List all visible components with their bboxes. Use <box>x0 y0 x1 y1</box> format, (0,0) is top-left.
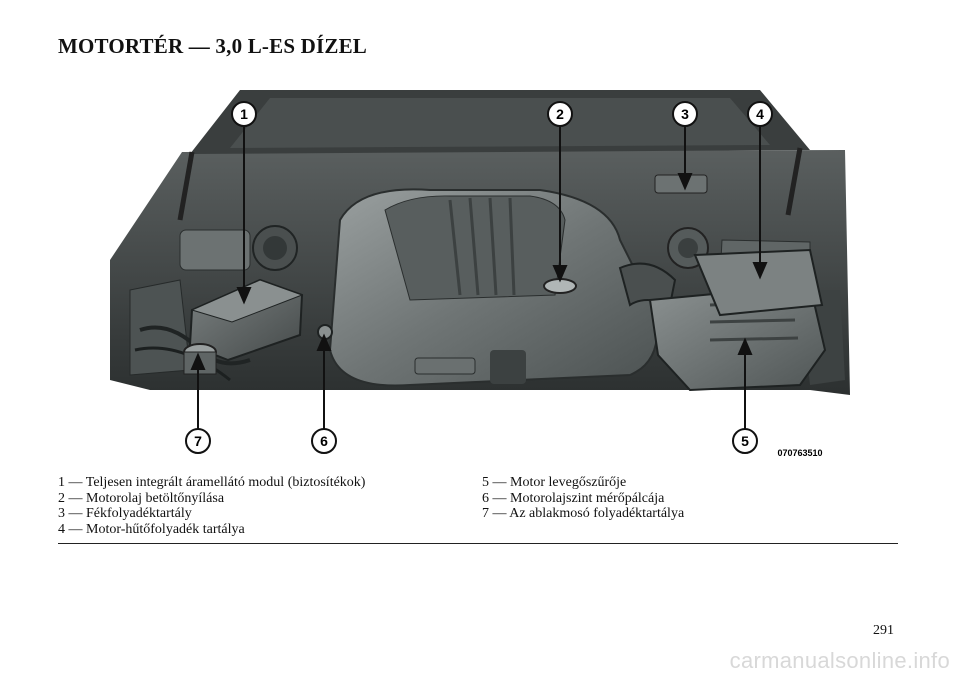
divider-rule <box>58 543 898 544</box>
legend-column-left: 1 — Teljesen integrált áramellátó modul … <box>58 475 365 537</box>
page-number: 291 <box>873 623 894 638</box>
watermark[interactable]: carmanualsonline.info <box>729 648 950 673</box>
legend-item-2: 2 — Motorolaj betöltőnyílása <box>58 490 225 506</box>
power-distribution-module <box>188 278 304 362</box>
callout-4: 4 <box>756 106 764 122</box>
legend-item-3: 3 — Fékfolyadéktartály <box>58 506 192 521</box>
callout-5: 5 <box>741 433 749 449</box>
callout-7-badge: 7 <box>185 428 211 454</box>
callout-3-badge: 3 <box>672 101 698 127</box>
callout-1: 1 <box>240 106 248 122</box>
callout-4-badge: 4 <box>747 101 773 127</box>
callout-1-badge: 1 <box>231 101 257 127</box>
legend-item-1: 1 — Teljesen integrált áramellátó modul … <box>58 475 366 490</box>
legend-item-5: 5 — Motor levegőszűrője <box>482 475 627 490</box>
image-code: 070763510 <box>777 448 822 458</box>
callout-2-badge: 2 <box>547 101 573 127</box>
air-filter-assembly <box>618 248 827 392</box>
engine-cover <box>317 188 659 387</box>
callout-3: 3 <box>681 106 689 122</box>
callout-6-badge: 6 <box>311 428 337 454</box>
callout-7: 7 <box>194 433 202 449</box>
callout-2: 2 <box>556 106 564 122</box>
callout-5-badge: 5 <box>732 428 758 454</box>
callout-leaders <box>190 126 768 430</box>
page-title: MOTORTÉR — 3,0 L-ES DÍZEL <box>58 34 368 58</box>
engine-compartment-illustration: 1 2 3 4 5 6 7 070763510 <box>110 90 850 465</box>
legend-column-right: 5 — Motor levegőszűrője 6 — Motorolajszi… <box>482 475 684 522</box>
callout-6: 6 <box>320 433 328 449</box>
legend-item-6: 6 — Motorolajszint mérőpálcája <box>482 490 665 506</box>
legend-item-7: 7 — Az ablakmosó folyadéktartálya <box>482 506 685 521</box>
legend-item-4: 4 — Motor-hűtőfolyadék tartálya <box>58 521 245 537</box>
